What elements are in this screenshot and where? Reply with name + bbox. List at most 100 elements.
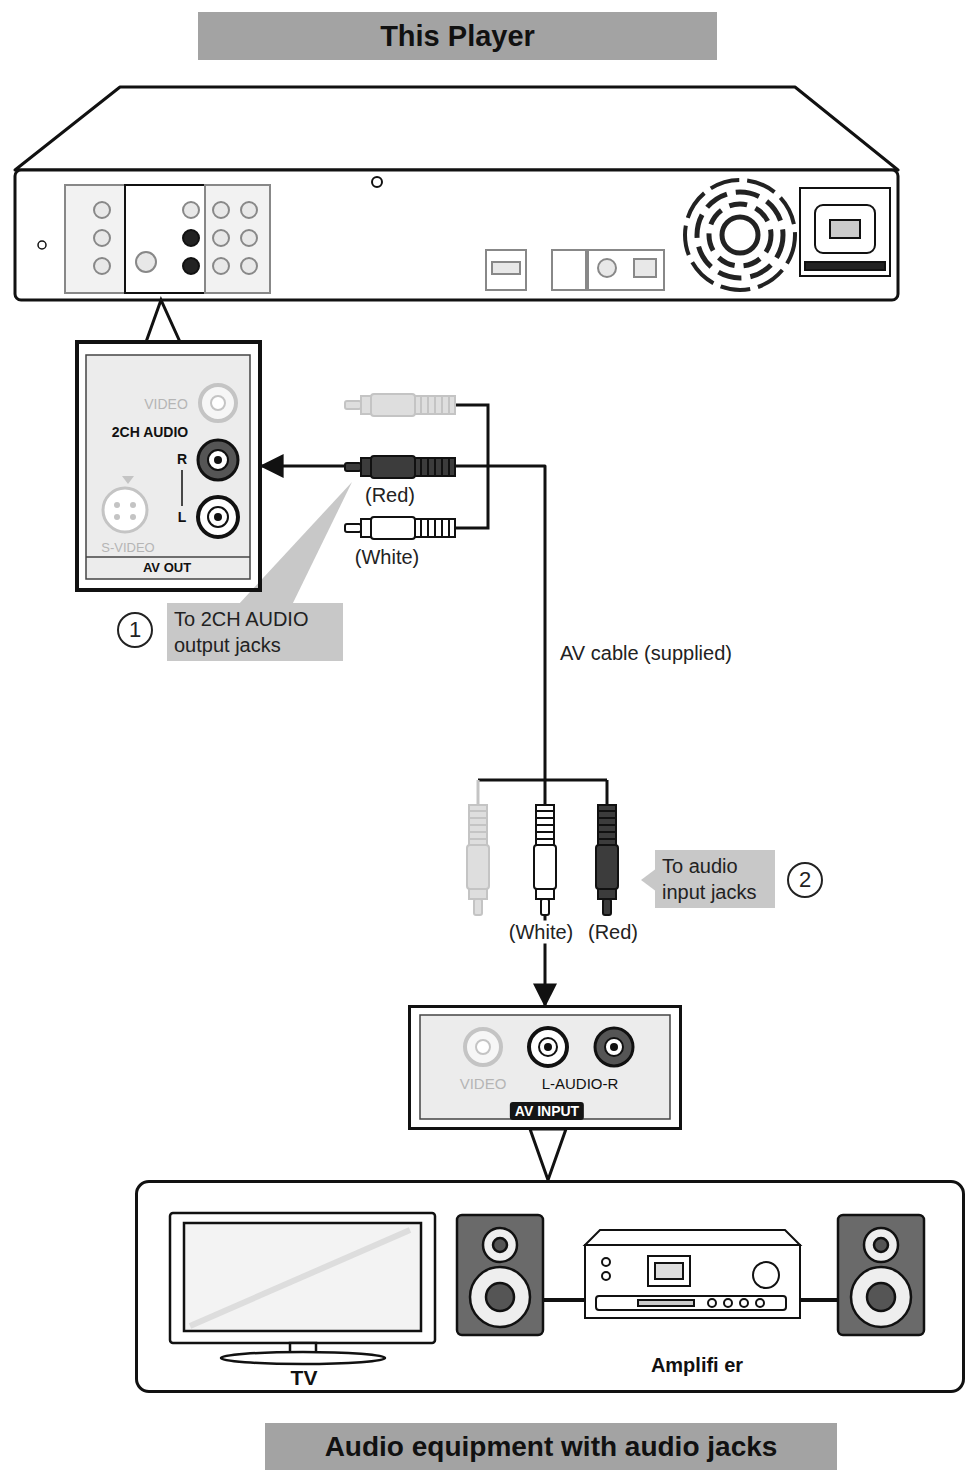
tv-set [221,1352,385,1364]
plug-color-label: (Red) [586,921,640,944]
amplifier-unit [756,1299,764,1307]
power-inlet [815,205,875,253]
rca-plug [345,394,455,416]
player-body [15,87,898,300]
equipment-ground [135,1180,965,1393]
av-out-panel [103,488,147,532]
av-out-panel [114,502,120,508]
callout-text: To audio input jacks [662,853,768,905]
rca-plug [534,805,556,915]
speaker [864,1228,898,1262]
speaker [800,1298,838,1302]
player-jacks [486,250,526,290]
node-text: 2CH AUDIO [112,424,189,440]
power-inlet [830,220,860,238]
amplifier-unit [602,1258,610,1266]
amplifier-unit [708,1299,716,1307]
player-jacks [213,258,229,274]
inset-pointer [146,300,180,342]
av-out-panel [130,514,136,520]
node-text: R [177,451,187,467]
av-input-panel [529,1028,567,1066]
inset-pointer [530,1129,566,1180]
player-jacks [183,230,199,246]
player-jacks [213,230,229,246]
player-jacks [213,202,229,218]
equipment-box: TV Amplifi er [135,1180,965,1393]
player-jacks [125,185,205,293]
callout-number: 2 [787,862,823,898]
speaker [851,1267,911,1327]
callout-pointer [238,482,657,892]
node-text: L-AUDIO-R [542,1075,619,1092]
rca-plug [467,805,489,915]
callout-box: To audio input jacks [655,850,775,908]
speaker [486,1283,514,1311]
amplifier-unit [740,1299,748,1307]
av-input-panel [610,1043,618,1051]
cable-label: AV cable (supplied) [558,642,734,665]
cooling-fan [697,192,783,278]
av-out-panel [130,502,136,508]
av-input-panel [408,1005,682,1130]
cooling-fan [709,204,771,266]
plug-color-label: (White) [507,921,575,944]
av-out-panel [114,514,120,520]
jack-panel: VIDEOL-AUDIO-RAV INPUT [408,1005,682,1130]
cable-wire [477,780,480,806]
cable-wire [455,405,607,806]
rca-plug [596,805,618,915]
speaker [493,1238,507,1252]
amplifier-unit [585,1230,800,1318]
node-text: AV OUT [143,561,191,576]
plug-color-label: (White) [353,546,421,569]
amplifier-unit [638,1300,694,1306]
av-input-panel [408,1005,682,1130]
player-jacks [492,262,520,274]
player-jacks [94,258,110,274]
speaker [457,1215,543,1335]
speaker [457,1215,924,1335]
speaker [483,1228,517,1262]
av-input-panel [605,1038,623,1056]
speaker [470,1267,530,1327]
callout-pointer [238,482,352,605]
callout-box: To 2CH AUDIO output jacks [167,603,343,661]
amplifier-unit [585,1245,800,1318]
node-text: Amplifi er [651,1354,743,1377]
amplifier-unit [602,1272,610,1280]
rca-plug [345,456,455,478]
equipment-ground [135,1180,965,1393]
player-jacks [183,202,199,218]
av-out-panel [214,456,222,464]
plug-color-label: (Red) [363,484,417,507]
node-text: TV [291,1366,318,1390]
jack-panel: VIDEO2CH AUDIORLS-VIDEOAV OUT [75,340,262,592]
av-input-panel [476,1040,490,1054]
player-jacks [65,185,125,293]
caption-band: Audio equipment with audio jacks [265,1423,837,1470]
inset-pointer [530,1129,566,1180]
inset-pointer [146,300,180,342]
tv-set [170,1213,435,1343]
callout-number: 1 [117,612,153,648]
rca-plug [345,517,455,539]
speaker [867,1283,895,1311]
player-jacks [183,258,199,274]
cooling-fan [685,180,795,290]
av-out-panel [198,440,238,480]
amplifier-unit [596,1296,786,1310]
player-jacks [634,259,656,277]
node-text: VIDEO [460,1075,507,1092]
player-body [15,170,898,300]
av-out-panel [214,513,222,521]
av-out-panel [198,497,238,537]
player-jacks [136,252,156,272]
cooling-fan [685,180,795,290]
cooling-fan [722,217,758,253]
player-jacks [205,185,270,293]
amplifier-unit [585,1230,800,1245]
node-text: VIDEO [144,396,188,412]
player-jacks [241,230,257,246]
